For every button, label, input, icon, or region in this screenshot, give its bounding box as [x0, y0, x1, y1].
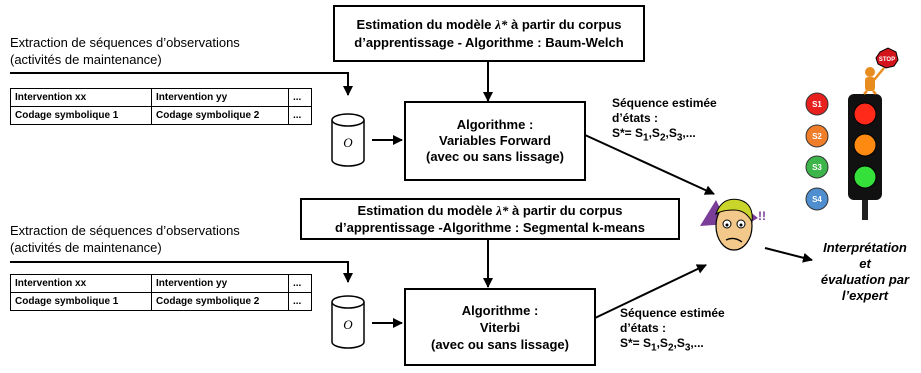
sequence-text: S*= S: [620, 336, 652, 350]
svg-text:S3: S3: [812, 163, 822, 172]
extraction-label-bottom: Extraction de séquences d’observations (…: [10, 222, 240, 256]
traffic-light-icon: [848, 67, 885, 220]
table-cell: Codage symbolique 1: [10, 292, 152, 311]
arrow-algo-to-expert-top: [584, 134, 715, 195]
sequence-line-1: Séquence estimée: [612, 96, 717, 110]
table-row: Intervention xx Intervention yy ...: [10, 88, 312, 107]
interpretation-line-2: et: [859, 256, 871, 271]
table-cell: ...: [288, 106, 312, 125]
arrow-algo-to-expert-bottom: [594, 264, 707, 319]
table-cell: ...: [288, 274, 312, 293]
lambda-symbol: λ*: [496, 203, 509, 218]
table-cell: ...: [288, 88, 312, 107]
table-row: Codage symbolique 1 Codage symbolique 2 …: [10, 106, 312, 125]
state-circle-s2: S2: [805, 124, 829, 148]
sequence-text: ,...: [682, 126, 696, 140]
extraction-line-2: (activités de maintenance): [10, 240, 162, 255]
algorithm-option: (avec ou sans lissage): [430, 336, 569, 352]
table-row: Codage symbolique 1 Codage symbolique 2 …: [10, 292, 312, 311]
algorithm-title: Algorithme :: [461, 302, 539, 318]
cylinder-label: O: [343, 135, 353, 150]
state-circle-s3: S3: [805, 155, 829, 179]
subscript: 2: [667, 342, 674, 354]
extraction-line-2: (activités de maintenance): [10, 52, 162, 67]
sequence-line-2: d’états :: [612, 111, 659, 125]
subscript: 3: [676, 132, 683, 144]
estimated-sequence-top: Séquence estimée d’états : S*= S1,S2,S3,…: [612, 96, 717, 145]
algorithm-box-top: Algorithme : Variables Forward (avec ou …: [404, 101, 586, 181]
table-cell: Codage symbolique 2: [151, 292, 289, 311]
estimation-line-2: d’apprentissage - Algorithme : Baum-Welc…: [354, 34, 624, 50]
estimation-text: Estimation du modèle: [357, 203, 497, 218]
subscript: 3: [684, 342, 691, 354]
algorithm-title: Algorithme :: [456, 117, 534, 132]
interpretation-line-3: évaluation par: [820, 272, 910, 287]
estimation-text: à partir du corpus: [507, 16, 622, 32]
database-cylinder-icon: [331, 295, 365, 349]
interpretation-line-4: l’expert: [841, 288, 889, 303]
sequence-line-3: S*= S1,S2,S3,...: [620, 336, 725, 355]
table-cell: Intervention yy: [151, 274, 289, 293]
table-cell: Intervention xx: [10, 88, 152, 107]
svg-text:!!: !!: [758, 209, 766, 223]
estimation-text: à partir du corpus: [508, 203, 623, 218]
svg-text:S2: S2: [812, 132, 822, 141]
table-cell: Intervention yy: [151, 88, 289, 107]
state-circle-s4: S4: [805, 187, 829, 211]
sequence-line-2: d’états :: [620, 321, 667, 335]
sequence-text: ,S: [673, 336, 685, 350]
estimation-box-bottom: Estimation du modèle λ* à partir du corp…: [300, 198, 680, 240]
svg-text:S1: S1: [812, 100, 822, 109]
state-circle-s1: S1: [805, 92, 829, 116]
sequence-text: ,...: [690, 336, 704, 350]
database-cylinder-icon: [331, 113, 365, 167]
arrow-expert-to-interpretation: [764, 247, 813, 263]
extraction-label-top: Extraction de séquences d’observations (…: [10, 34, 240, 68]
subscript: 2: [659, 132, 666, 144]
algorithm-option: (avec ou sans lissage): [425, 149, 564, 164]
sequence-line-3: S*= S1,S2,S3,...: [612, 126, 717, 145]
estimated-sequence-bottom: Séquence estimée d’états : S*= S1,S2,S3,…: [620, 306, 725, 355]
arrow-extraction-to-cylinder-top: [10, 72, 353, 96]
algorithm-box-bottom: Algorithme : Viterbi (avec ou sans lissa…: [404, 288, 596, 366]
expert-interpretation-label: Interprétation et évaluation par l’exper…: [812, 240, 918, 304]
lambda-symbol: λ*: [495, 16, 508, 32]
confused-person-icon: !!: [700, 198, 766, 251]
sequence-line-1: Séquence estimée: [620, 306, 725, 320]
subscript: 1: [643, 132, 649, 144]
interpretation-line-1: Interprétation: [823, 240, 907, 255]
observation-table-top: Intervention xx Intervention yy ... Coda…: [10, 88, 312, 125]
sequence-text: ,S: [665, 126, 677, 140]
svg-text:STOP: STOP: [879, 57, 895, 63]
algorithm-name: Variables Forward: [439, 133, 551, 148]
algorithm-name: Viterbi: [479, 319, 521, 335]
table-cell: Intervention xx: [10, 274, 152, 293]
table-cell: ...: [288, 292, 312, 311]
svg-text:S4: S4: [812, 195, 822, 204]
sequence-text: ,S: [648, 126, 660, 140]
estimation-line-2: d’apprentissage -Algorithme : Segmental …: [335, 220, 645, 235]
table-cell: Codage symbolique 2: [151, 106, 289, 125]
estimation-line-1: Estimation du modèle λ* à partir du corp…: [356, 16, 621, 34]
cylinder-label: O: [343, 317, 353, 332]
estimation-text: Estimation du modèle: [356, 16, 496, 32]
estimation-line-1: Estimation du modèle λ* à partir du corp…: [357, 202, 622, 219]
extraction-line-1: Extraction de séquences d’observations: [10, 223, 240, 238]
arrow-extraction-to-cylinder-bottom: [10, 261, 353, 283]
stop-sign-icon: STOP: [875, 47, 899, 69]
observation-table-bottom: Intervention xx Intervention yy ... Coda…: [10, 274, 312, 311]
subscript: 1: [651, 342, 657, 354]
table-cell: Codage symbolique 1: [10, 106, 152, 125]
table-row: Intervention xx Intervention yy ...: [10, 274, 312, 293]
sequence-text: ,S: [656, 336, 668, 350]
estimation-box-top: Estimation du modèle λ* à partir du corp…: [333, 5, 645, 62]
sequence-text: S*= S: [612, 126, 644, 140]
extraction-line-1: Extraction de séquences d’observations: [10, 35, 240, 50]
